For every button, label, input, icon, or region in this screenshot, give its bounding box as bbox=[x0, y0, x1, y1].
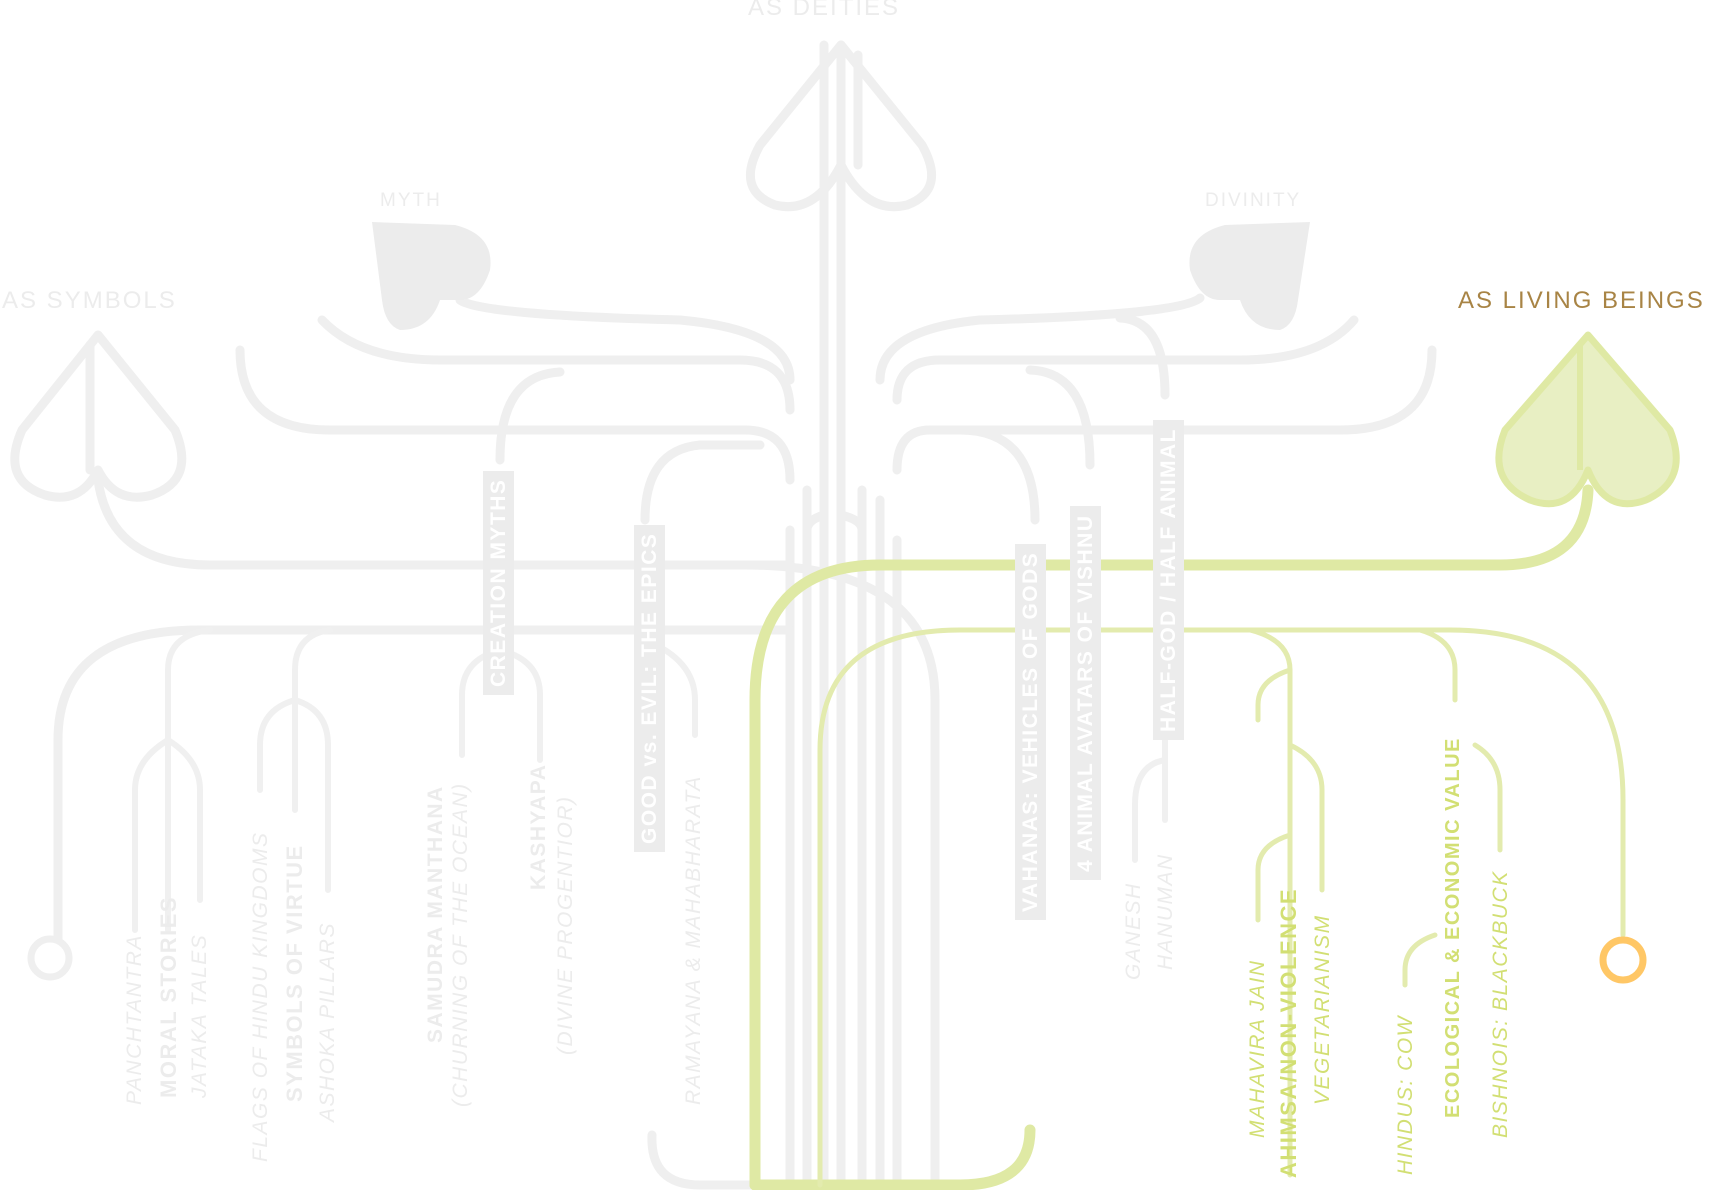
living-beings-root-marker[interactable] bbox=[1599, 936, 1647, 984]
topic-creation-myths[interactable]: CREATION MYTHS bbox=[483, 470, 514, 695]
heading-as-symbols[interactable]: AS SYMBOLS bbox=[2, 287, 177, 314]
leaf-bishnois-blackbuck[interactable]: BISHNOIS: BLACKBUCK bbox=[1489, 870, 1512, 1138]
leaf-samudra-manthana-sub[interactable]: (CHURNING OF THE OCEAN) bbox=[449, 782, 472, 1107]
divinity-leaf-icon bbox=[1189, 222, 1310, 330]
topic-good-vs-evil[interactable]: GOOD vs. EVIL: THE EPICS bbox=[634, 524, 665, 852]
leaf-hanuman[interactable]: HANUMAN bbox=[1154, 853, 1177, 970]
leaf-ramayana-mahabharata[interactable]: RAMAYANA & MAHABHARATA bbox=[682, 775, 705, 1105]
leaf-ecological-economic-value[interactable]: ECOLOGICAL & ECONOMIC VALUE bbox=[1442, 737, 1464, 1118]
leaf-mahavira-jain[interactable]: MAHAVIRA JAIN bbox=[1246, 959, 1269, 1138]
symbols-leaf-icon bbox=[10, 330, 187, 502]
leaf-kashyapa[interactable]: KASHYAPA bbox=[527, 763, 550, 890]
leaf-vegetarianism[interactable]: VEGETARIANISM bbox=[1311, 914, 1334, 1105]
heading-myth[interactable]: MYTH bbox=[380, 190, 442, 211]
leaf-jataka-tales[interactable]: JATAKA TALES bbox=[188, 933, 211, 1098]
heading-as-living-beings[interactable]: AS LIVING BEINGS bbox=[1458, 287, 1705, 314]
leaf-kashyapa-sub[interactable]: (DIVINE PROGENTIOR) bbox=[554, 795, 577, 1055]
leaf-flags-of-hindu-kingdoms[interactable]: FLAGS OF HINDU KINGDOMS bbox=[249, 831, 272, 1162]
leaf-moral-stories[interactable]: MORAL STORIES bbox=[156, 895, 181, 1098]
topic-animal-avatars[interactable]: 4 ANIMAL AVATARS OF VISHNU bbox=[1070, 506, 1101, 880]
heading-divinity[interactable]: DIVINITY bbox=[1205, 190, 1302, 211]
leaf-panchtantra[interactable]: PANCHTANTRA bbox=[123, 934, 146, 1105]
leaf-ahimsa-non-violence[interactable]: AHIMSA/NON-VIOLENCE bbox=[1276, 887, 1301, 1178]
leaf-samudra-manthana[interactable]: SAMUDRA MANTHANA bbox=[424, 785, 447, 1043]
heading-as-deities[interactable]: AS DEITIES bbox=[748, 0, 901, 21]
leaf-ganesh[interactable]: GANESH bbox=[1122, 882, 1145, 980]
deities-leaf-icon bbox=[745, 40, 937, 212]
topic-half-god-half-animal[interactable]: HALF-GOD / HALF ANIMAL bbox=[1153, 419, 1184, 740]
inactive-branches bbox=[53, 40, 1437, 1190]
topic-vahanas[interactable]: VAHANAS: VEHICLES OF GODS bbox=[1015, 543, 1046, 920]
symbols-root-marker[interactable] bbox=[27, 935, 73, 981]
living-beings-branch bbox=[749, 484, 1626, 1190]
living-beings-leaf-icon bbox=[1495, 331, 1680, 508]
leaf-symbols-of-virtue[interactable]: SYMBOLS OF VIRTUE bbox=[282, 844, 307, 1102]
leaf-ashoka-pillars[interactable]: ASHOKA PILLARS bbox=[316, 922, 339, 1122]
myth-leaf-icon bbox=[372, 222, 491, 330]
leaf-hindus-cow[interactable]: HINDUS: COW bbox=[1394, 1015, 1417, 1175]
